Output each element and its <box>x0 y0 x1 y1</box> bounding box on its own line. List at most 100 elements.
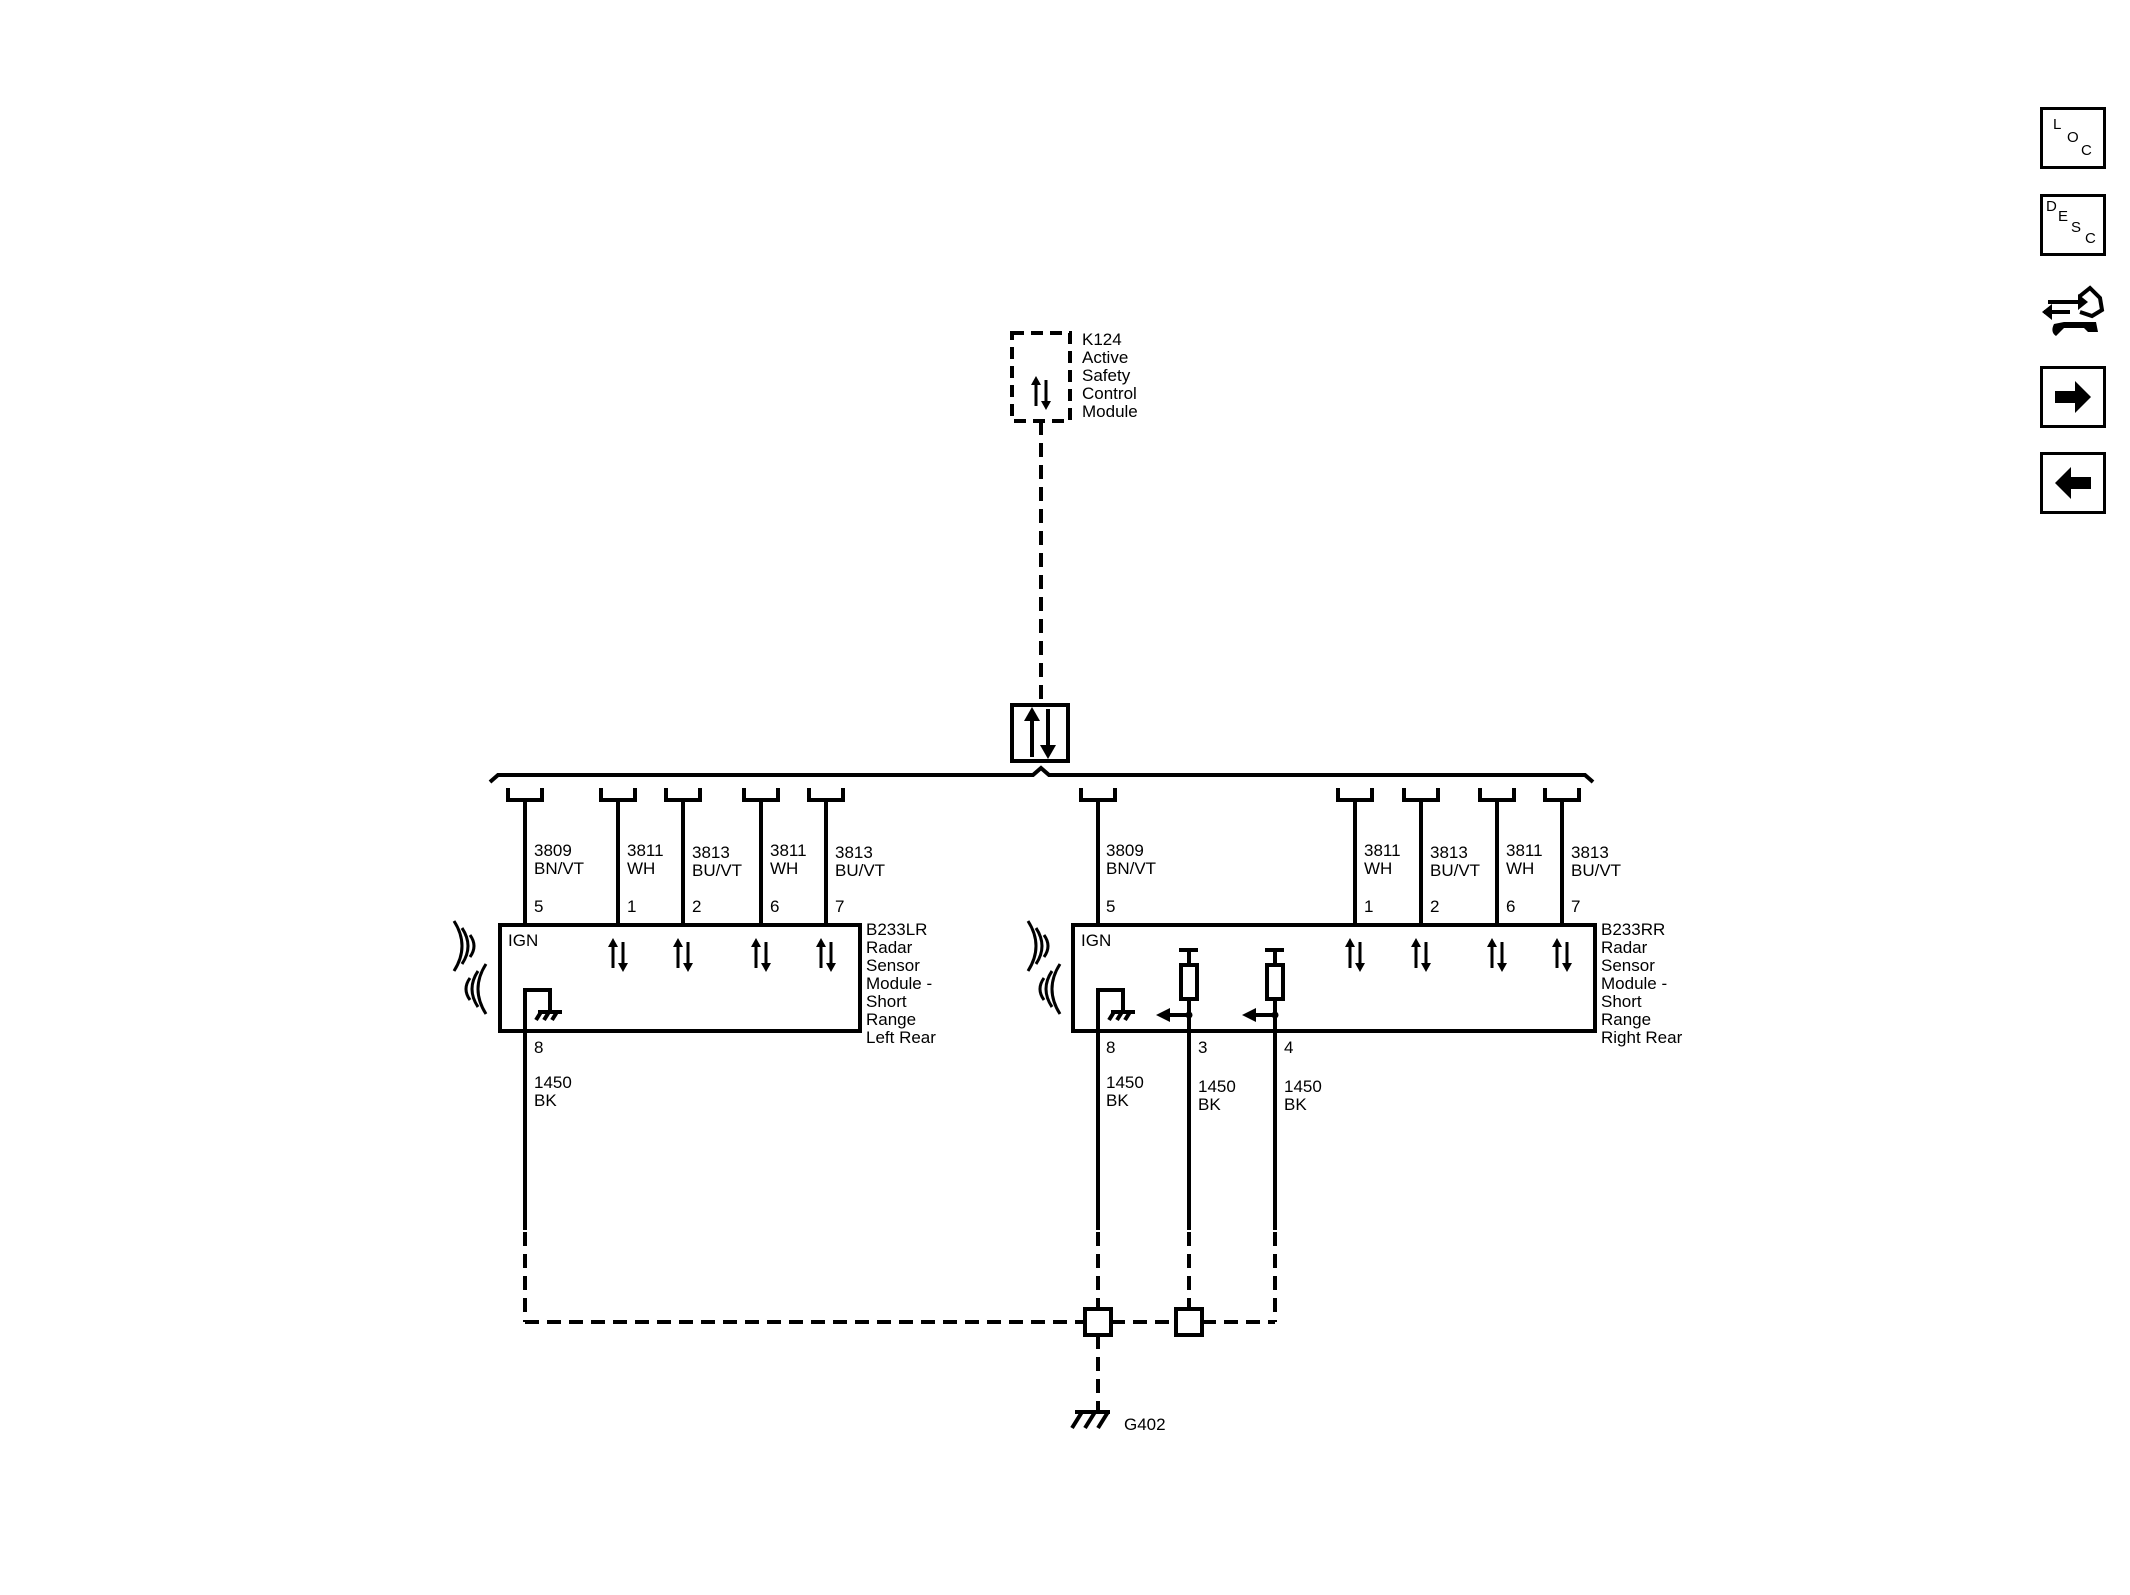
serial-data-link-box <box>1010 703 1070 763</box>
right-module-id: B233RR <box>1601 920 1665 939</box>
arrow-left-icon <box>2055 467 2091 499</box>
arrow-right-icon <box>2055 381 2091 413</box>
left-data-arrows-icon <box>606 936 630 974</box>
wire-circuit: 3811 <box>770 841 807 860</box>
wire-circuit: 1450 <box>1198 1077 1236 1096</box>
right-module-ground-symbol <box>1096 988 1135 1031</box>
right-data-arrows-icon <box>1343 936 1367 974</box>
pin-number: 7 <box>1571 897 1580 916</box>
right-data-arrows-icon <box>1485 936 1509 974</box>
k124-label: Active <box>1082 348 1128 367</box>
loc-letter: L <box>2053 116 2062 133</box>
wire-color: WH <box>627 859 655 878</box>
right-radar-receive-icon <box>1038 963 1062 1015</box>
loc-letter: C <box>2081 142 2092 159</box>
right-radar-module-box[interactable] <box>1071 923 1597 1033</box>
right-connector-tabs <box>1079 788 1581 925</box>
left-module-label: Sensor <box>866 956 920 975</box>
wire-color: WH <box>1506 859 1534 878</box>
right-radar-transmit-icon <box>1026 920 1050 972</box>
right-module-label: Radar <box>1601 938 1648 957</box>
left-radar-module-box[interactable] <box>498 923 862 1033</box>
wire-color: BU/VT <box>1571 861 1621 880</box>
wire-circuit: 3811 <box>1506 841 1543 860</box>
connector-repair-button[interactable] <box>2040 276 2106 338</box>
ign-label: IGN <box>508 931 538 950</box>
left-connector-tabs <box>506 788 845 925</box>
desc-letter: S <box>2071 219 2082 236</box>
location-button[interactable]: L O C <box>2040 107 2106 169</box>
wire-circuit: 1450 <box>534 1073 572 1092</box>
k124-data-arrows-icon <box>1029 374 1053 412</box>
desc-letter: D <box>2046 198 2057 215</box>
splice-pack-left <box>1083 1307 1113 1337</box>
k124-module-box[interactable] <box>1010 331 1072 423</box>
wire-circuit: 3813 <box>835 843 873 862</box>
left-module-label: Short <box>866 992 907 1011</box>
wire-color: BK <box>1284 1095 1307 1114</box>
pin-number: 6 <box>770 897 779 916</box>
description-button[interactable]: D E S C <box>2040 194 2106 256</box>
loc-letter: O <box>2067 129 2079 146</box>
wire-color: BU/VT <box>692 861 742 880</box>
desc-letter: C <box>2085 230 2096 247</box>
left-radar-receive-icon <box>464 963 488 1015</box>
wire-color: WH <box>770 859 798 878</box>
left-data-arrows-icon <box>814 936 838 974</box>
wire-circuit: 3809 <box>534 841 572 860</box>
wire-color: BN/VT <box>1106 859 1156 878</box>
right-module-label: Right Rear <box>1601 1028 1683 1047</box>
pin-number: 3 <box>1198 1038 1207 1057</box>
left-radar-transmit-icon <box>452 920 476 972</box>
ign-label: IGN <box>1081 931 1111 950</box>
wire-circuit: 1450 <box>1284 1077 1322 1096</box>
pin-number: 8 <box>1106 1038 1115 1057</box>
pin-number: 7 <box>835 897 844 916</box>
right-module-label: Sensor <box>1601 956 1655 975</box>
wire-circuit: 1450 <box>1106 1073 1144 1092</box>
bus-data-arrows-icon <box>1022 705 1058 761</box>
wire-color: BK <box>534 1091 557 1110</box>
ground-point-label: G402 <box>1124 1415 1166 1434</box>
desc-letter: E <box>2058 208 2069 225</box>
wire-circuit: 3809 <box>1106 841 1144 860</box>
wire-color: BN/VT <box>534 859 584 878</box>
pin-number: 8 <box>534 1038 543 1057</box>
pin-number: 1 <box>1364 897 1373 916</box>
left-module-label: Left Rear <box>866 1028 936 1047</box>
left-data-arrows-icon <box>671 936 695 974</box>
previous-page-button[interactable] <box>2040 452 2106 514</box>
wire-circuit: 3813 <box>1430 843 1468 862</box>
left-module-label: Range <box>866 1010 916 1029</box>
right-module-label: Module - <box>1601 974 1667 993</box>
right-module-resistors <box>1179 948 1285 1031</box>
k124-label: Safety <box>1082 366 1131 385</box>
wire-circuit: 3811 <box>1364 841 1401 860</box>
pin-number: 5 <box>534 897 543 916</box>
wire-circuit: 3811 <box>627 841 664 860</box>
k124-label: Module <box>1082 402 1138 421</box>
pin-number: 2 <box>692 897 701 916</box>
wire-circuit: 3813 <box>692 843 730 862</box>
wire-color: BU/VT <box>835 861 885 880</box>
next-page-button[interactable] <box>2040 366 2106 428</box>
left-module-id: B233LR <box>866 920 927 939</box>
left-data-arrows-icon <box>749 936 773 974</box>
right-module-label: Range <box>1601 1010 1651 1029</box>
splice-pack-right <box>1174 1307 1204 1337</box>
k124-label: Control <box>1082 384 1137 403</box>
left-module-label: Module - <box>866 974 932 993</box>
pin-number: 6 <box>1506 897 1515 916</box>
right-data-arrows-icon <box>1409 936 1433 974</box>
pin-number: 4 <box>1284 1038 1293 1057</box>
right-module-label: Short <box>1601 992 1642 1011</box>
pin-number: 1 <box>627 897 636 916</box>
g402-ground-symbol[interactable] <box>1070 1405 1110 1430</box>
pin-number: 5 <box>1106 897 1115 916</box>
wire-color: BK <box>1106 1091 1129 1110</box>
left-module-label: Radar <box>866 938 913 957</box>
serial-data-bus <box>488 765 1595 784</box>
pin-number: 2 <box>1430 897 1439 916</box>
left-module-ground-symbol <box>523 988 562 1031</box>
